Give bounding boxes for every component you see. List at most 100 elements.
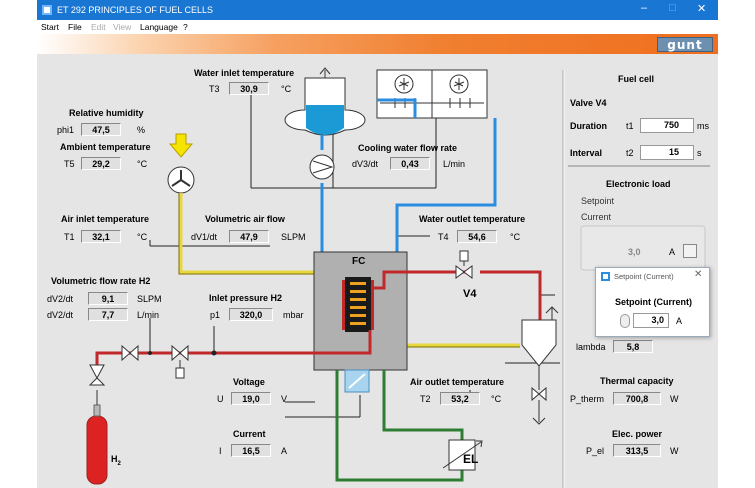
i-value: 16,5	[231, 444, 271, 457]
dv1-value: 47,9	[229, 230, 269, 243]
p1-unit: mbar	[283, 310, 304, 320]
app-icon	[42, 5, 52, 15]
t2-unit: °C	[491, 394, 502, 404]
window-title: ET 292 PRINCIPLES OF FUEL CELLS	[57, 5, 214, 15]
gunt-logo: gunt	[657, 37, 713, 52]
t2-param-tag: t2	[626, 148, 634, 158]
t2-value: 53,2	[440, 392, 480, 405]
duration-input[interactable]: 750	[640, 118, 694, 133]
lambda-value: 5,8	[613, 340, 653, 353]
popup-unit: A	[676, 316, 683, 326]
i-unit: A	[281, 446, 288, 456]
p-el-value: 313,5	[613, 444, 661, 457]
p-el-tag: P_el	[586, 446, 605, 456]
v4-label: V4	[463, 288, 477, 300]
edit-setpoint-button[interactable]	[683, 244, 697, 258]
dv2-value-1: 9,1	[88, 292, 128, 305]
menu-language[interactable]: Language	[140, 22, 178, 32]
p-therm-tag: P_therm	[570, 394, 605, 404]
popup-title: Setpoint (Current)	[614, 272, 674, 281]
menu-file[interactable]: File	[68, 22, 82, 32]
t5-tag: T5	[64, 159, 75, 169]
duration-label: Duration	[570, 121, 607, 131]
current-mode-label: Current	[581, 212, 612, 222]
el-label: EL	[463, 452, 479, 466]
t1-unit: °C	[137, 232, 148, 242]
menu-edit[interactable]: Edit	[91, 22, 106, 32]
cooling-flow-label: Cooling water flow rate	[358, 143, 458, 153]
elec-power-label: Elec. power	[612, 429, 663, 439]
i-tag: I	[219, 446, 222, 456]
p-el-unit: W	[670, 446, 679, 456]
t1-value: 32,1	[81, 230, 121, 243]
t4-value: 54,6	[457, 230, 497, 243]
dv2-tag-1: dV2/dt	[47, 294, 74, 304]
h2-flow-label: Volumetric flow rate H2	[51, 276, 151, 286]
p-therm-value: 700,8	[613, 392, 661, 405]
popup-value-input[interactable]: 3,0	[633, 313, 669, 328]
popup-heading: Setpoint (Current)	[615, 297, 692, 307]
t2-tag: T2	[420, 394, 431, 404]
air-inlet-temp-label: Air inlet temperature	[61, 214, 150, 224]
minimize-icon[interactable]: –	[641, 2, 648, 14]
p1-tag: p1	[210, 310, 221, 320]
title-bar: ET 292 PRINCIPLES OF FUEL CELLS – □ ✕	[37, 0, 718, 20]
interval-label: Interval	[570, 148, 603, 158]
menu-view[interactable]: View	[113, 22, 132, 32]
lambda-tag: lambda	[576, 342, 606, 352]
rel-humidity-label: Relative humidity	[69, 108, 144, 118]
t5-value: 29,2	[81, 157, 121, 170]
dv2-unit-2: L/min	[137, 310, 160, 320]
t4-tag: T4	[438, 232, 449, 242]
vol-air-flow-label: Volumetric air flow	[205, 214, 285, 224]
fc-label: FC	[352, 256, 365, 267]
dv2-tag-2: dV2/dt	[47, 310, 74, 320]
popup-close-icon[interactable]: ✕	[694, 269, 703, 280]
load-unit: A	[669, 247, 676, 257]
t1-param-tag: t1	[626, 121, 634, 131]
t3-unit: °C	[281, 84, 292, 94]
water-inlet-temp-label: Water inlet temperature	[194, 68, 295, 78]
spin-stepper[interactable]	[620, 314, 630, 328]
dv1-unit: SLPM	[281, 232, 306, 242]
dv3-unit: L/min	[443, 159, 466, 169]
h2-label: H2	[111, 454, 121, 467]
setpoint-popup: Setpoint (Current) ✕ Setpoint (Current) …	[595, 267, 710, 337]
water-outlet-temp-label: Water outlet temperature	[419, 214, 526, 224]
inlet-pressure-label: Inlet pressure H2	[209, 293, 283, 303]
phi1-tag: phi1	[57, 125, 75, 135]
thermal-capacity-label: Thermal capacity	[600, 376, 674, 386]
u-unit: V	[281, 394, 288, 404]
menu-start[interactable]: Start	[41, 22, 59, 32]
popup-icon	[601, 272, 610, 281]
t4-unit: °C	[510, 232, 521, 242]
duration-unit: ms	[697, 121, 709, 131]
air-outlet-temp-label: Air outlet temperature	[410, 377, 505, 387]
close-icon[interactable]: ✕	[697, 3, 707, 15]
interval-input[interactable]: 15	[640, 145, 694, 160]
t1-tag: T1	[64, 232, 75, 242]
t3-value: 30,9	[229, 82, 269, 95]
ambient-temp-label: Ambient temperature	[60, 142, 151, 152]
maximize-icon[interactable]: □	[669, 2, 676, 14]
t3-tag: T3	[209, 84, 220, 94]
header-banner	[37, 34, 718, 54]
p-therm-unit: W	[670, 394, 679, 404]
u-tag: U	[217, 394, 224, 404]
menu-bar: Start File Edit View Language ?	[37, 20, 718, 34]
dv3-value: 0,43	[390, 157, 430, 170]
dv1-tag: dV1/dt	[191, 232, 218, 242]
menu-help[interactable]: ?	[183, 22, 188, 32]
dv2-unit-1: SLPM	[137, 294, 162, 304]
dv2-value-2: 7,7	[88, 308, 128, 321]
setpoint-label: Setpoint	[581, 196, 615, 206]
interval-unit: s	[697, 148, 702, 158]
valve-v4-title: Valve V4	[570, 98, 607, 108]
dv3-tag: dV3/dt	[352, 159, 379, 169]
voltage-label: Voltage	[233, 377, 265, 387]
t5-unit: °C	[137, 159, 148, 169]
p1-value: 320,0	[229, 308, 273, 321]
phi1-value: 47,5	[81, 123, 121, 136]
